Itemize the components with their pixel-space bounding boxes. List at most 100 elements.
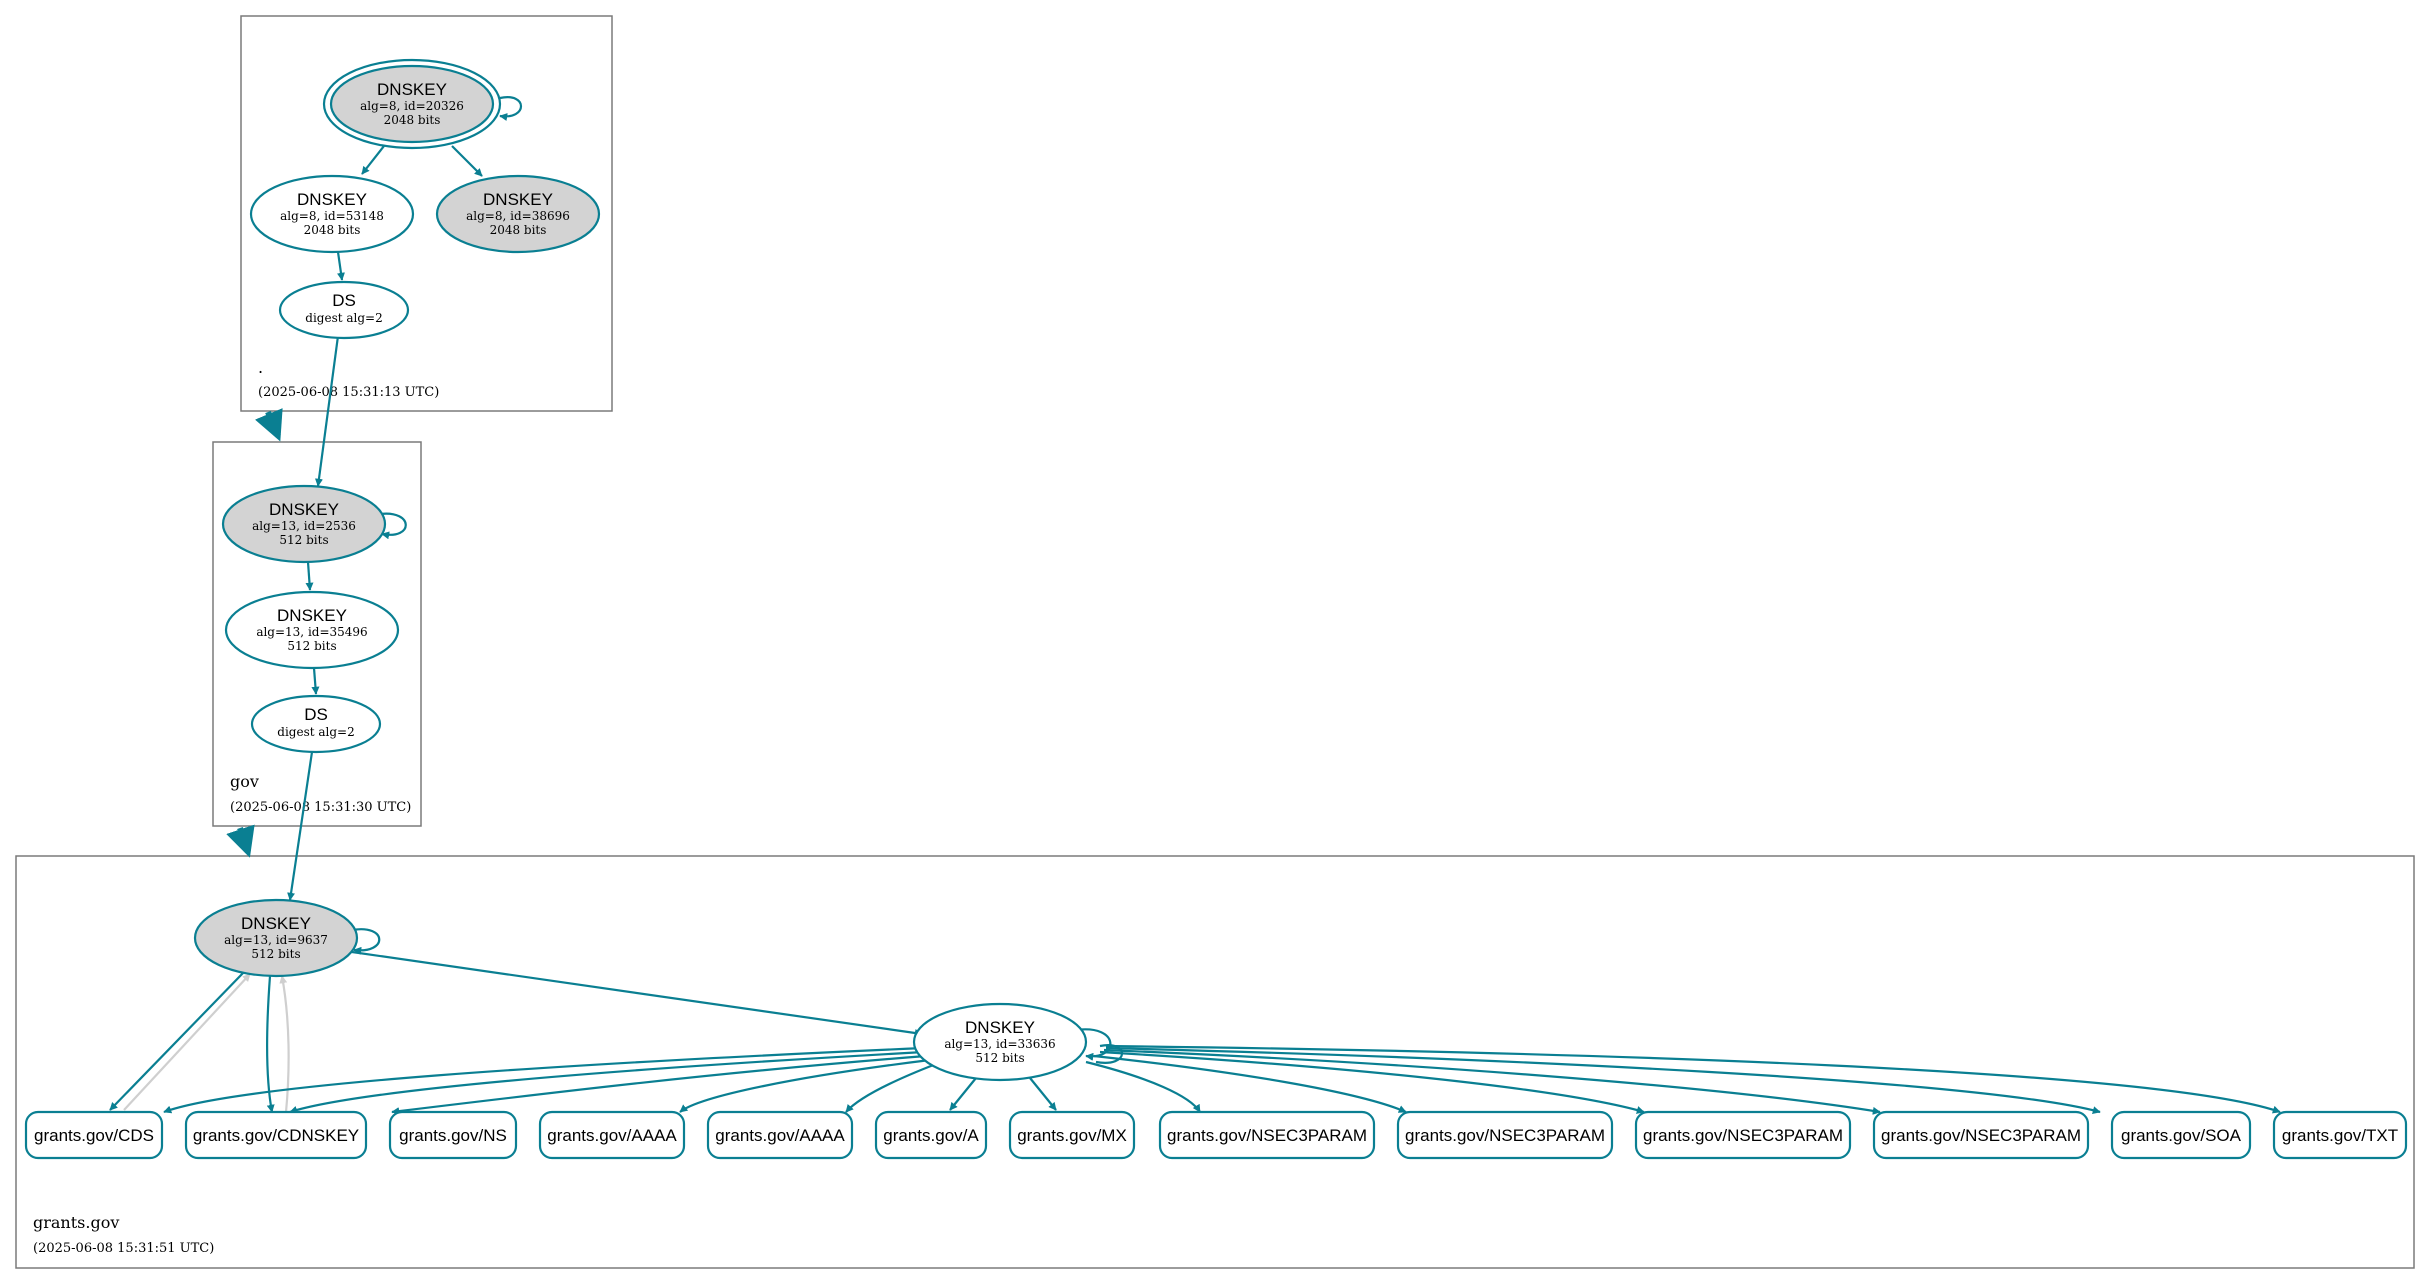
zone-gov-box — [212, 441, 422, 827]
grants-ksk-to-zsk-edge — [351, 950, 923, 1037]
root-zsk-ellipse — [249, 174, 415, 254]
rrset-nsec3param-3-label: grants.gov/NSEC3PARAM — [1643, 1126, 1843, 1145]
gov-ksk-alg: alg=13, id=2536 — [252, 519, 356, 533]
root-ksk2-node: DNSKEY alg=8, id=38696 2048 bits — [435, 174, 601, 254]
rrset-cds-label: grants.gov/CDS — [34, 1126, 154, 1145]
rrset-nsec3param-4: grants.gov/NSEC3PARAM — [1872, 1110, 2090, 1160]
root-ksk-to-ksk2-edge — [451, 145, 483, 177]
root-ksk-to-zsk-edge — [361, 145, 385, 175]
zsk-to-nsec3param-3-edge — [1099, 1050, 1645, 1114]
grants-zsk-node: DNSKEY alg=13, id=33636 512 bits — [912, 1002, 1088, 1082]
gov-ksk-title: DNSKEY — [269, 500, 339, 519]
gov-zsk-ellipse — [224, 590, 400, 670]
grants-ksk-to-cds-edge — [109, 971, 245, 1111]
zsk-to-nsec3param-4-edge — [1103, 1048, 1881, 1115]
rrset-aaaa-1: grants.gov/AAAA — [538, 1110, 686, 1160]
zone-grants-box — [15, 855, 2415, 1269]
zsk-to-cdnskey-edge — [289, 1050, 925, 1114]
rrset-nsec3param-4-label: grants.gov/NSEC3PARAM — [1881, 1126, 2081, 1145]
gov-zsk-title: DNSKEY — [277, 606, 347, 625]
root-ds-title: DS — [332, 291, 356, 310]
zone-root-time: (2025-06-08 15:31:13 UTC) — [258, 385, 439, 400]
rrset-aaaa-1-label: grants.gov/AAAA — [547, 1126, 677, 1145]
root-ksk2-bits: 2048 bits — [490, 223, 547, 237]
rrset-cdnskey: grants.gov/CDNSKEY — [184, 1110, 368, 1160]
gov-ksk-self-edge — [379, 512, 407, 540]
gov-zsk-alg: alg=13, id=35496 — [256, 625, 367, 639]
gov-ksk-bits: 512 bits — [279, 533, 328, 547]
root-ksk-title: DNSKEY — [377, 80, 447, 99]
gov-ds-digest: digest alg=2 — [277, 725, 354, 739]
grants-ksk-title: DNSKEY — [241, 914, 311, 933]
rrset-mx-label: grants.gov/MX — [1017, 1126, 1127, 1145]
gov-zsk-node: DNSKEY alg=13, id=35496 512 bits — [224, 590, 400, 670]
grants-ksk-node: DNSKEY alg=13, id=9637 512 bits — [193, 898, 359, 978]
rrset-nsec3param-1-label: grants.gov/NSEC3PARAM — [1167, 1126, 1367, 1145]
gov-ds-node: DS digest alg=2 — [250, 694, 382, 754]
zsk-to-nsec3param-1-edge — [1085, 1060, 1201, 1113]
zone-gov-time: (2025-06-08 15:31:30 UTC) — [230, 800, 411, 815]
root-ksk-self-edge — [499, 96, 523, 121]
zone-grants-name: grants.gov — [33, 1213, 119, 1232]
rrset-soa-label: grants.gov/SOA — [2121, 1126, 2242, 1145]
rrset-txt-label: grants.gov/TXT — [2282, 1126, 2398, 1145]
zsk-to-mx-edge — [1029, 1077, 1057, 1111]
rrset-cdnskey-label: grants.gov/CDNSKEY — [193, 1126, 359, 1145]
rrset-txt: grants.gov/TXT — [2272, 1110, 2408, 1160]
root-ds-ellipse — [278, 280, 410, 340]
gov-zsk-to-ds-edge — [311, 667, 320, 695]
gov-ds-to-grants-ksk-edge — [287, 751, 314, 901]
grants-ksk-alg: alg=13, id=9637 — [224, 933, 328, 947]
grants-ksk-self-edge — [351, 928, 381, 955]
zsk-to-cds-edge — [163, 1046, 925, 1114]
root-ds-digest: digest alg=2 — [305, 311, 382, 325]
root-zsk-to-ds-edge — [336, 251, 345, 281]
zone-grants: grants.gov (2025-06-08 15:31:51 UTC) — [15, 855, 2415, 1269]
zsk-to-aaaa-1-edge — [679, 1058, 931, 1113]
gov-ds-title: DS — [304, 705, 328, 724]
zone-root-box — [240, 15, 613, 412]
grants-zsk-ellipse — [912, 1002, 1088, 1082]
root-ksk-outer-ring — [322, 58, 502, 150]
root-ksk-alg: alg=8, id=20326 — [360, 99, 464, 113]
rrset-nsec3param-3: grants.gov/NSEC3PARAM — [1634, 1110, 1852, 1160]
root-ksk-node: DNSKEY alg=8, id=20326 2048 bits — [322, 58, 502, 150]
rrset-aaaa-2-label: grants.gov/AAAA — [715, 1126, 845, 1145]
cdnskey-to-grants-ksk-grey-edge — [279, 975, 290, 1113]
zsk-to-ns-edge — [391, 1054, 927, 1116]
rrset-mx: grants.gov/MX — [1008, 1110, 1136, 1160]
delegation-gov-grants-arrow — [226, 824, 255, 858]
rrset-a-label: grants.gov/A — [883, 1126, 979, 1145]
zone-gov: gov (2025-06-08 15:31:30 UTC) — [212, 441, 422, 827]
grants-zsk-alg: alg=13, id=33636 — [944, 1037, 1055, 1051]
root-zsk-node: DNSKEY alg=8, id=53148 2048 bits — [249, 174, 415, 254]
rrset-cds: grants.gov/CDS — [24, 1110, 164, 1160]
zsk-to-aaaa-2-edge — [845, 1062, 937, 1113]
rrset-nsec3param-2-label: grants.gov/NSEC3PARAM — [1405, 1126, 1605, 1145]
zone-root-name: . — [258, 358, 263, 377]
zsk-to-nsec3param-2-edge — [1093, 1054, 1407, 1114]
rrset-ns: grants.gov/NS — [388, 1110, 518, 1160]
gov-zsk-bits: 512 bits — [287, 639, 336, 653]
gov-ksk-node: DNSKEY alg=13, id=2536 512 bits — [221, 484, 387, 564]
root-ds-to-gov-ksk-edge — [314, 335, 340, 487]
zsk-to-soa-edge — [1105, 1046, 2101, 1115]
rrset-boxes: grants.gov/CDS grants.gov/CDNSKEY grants… — [24, 1110, 2408, 1160]
grants-zsk-bits: 512 bits — [975, 1051, 1024, 1065]
rrset-nsec3param-2: grants.gov/NSEC3PARAM — [1396, 1110, 1614, 1160]
gov-ksk-ellipse — [221, 484, 387, 564]
root-ksk-ellipse — [329, 64, 495, 144]
root-ksk-bits: 2048 bits — [384, 113, 441, 127]
rrset-ns-label: grants.gov/NS — [399, 1126, 507, 1145]
grants-zsk-title: DNSKEY — [965, 1018, 1035, 1037]
gov-ds-ellipse — [250, 694, 382, 754]
zsk-fanout-edges — [163, 1044, 2281, 1116]
zsk-to-a-edge — [949, 1077, 977, 1111]
root-zsk-alg: alg=8, id=53148 — [280, 209, 384, 223]
rrset-aaaa-2: grants.gov/AAAA — [706, 1110, 854, 1160]
grants-ksk-bits: 512 bits — [251, 947, 300, 961]
rrset-soa: grants.gov/SOA — [2110, 1110, 2252, 1160]
rrset-a: grants.gov/A — [874, 1110, 988, 1160]
grants-ksk-to-cdnskey-edge — [266, 975, 275, 1113]
